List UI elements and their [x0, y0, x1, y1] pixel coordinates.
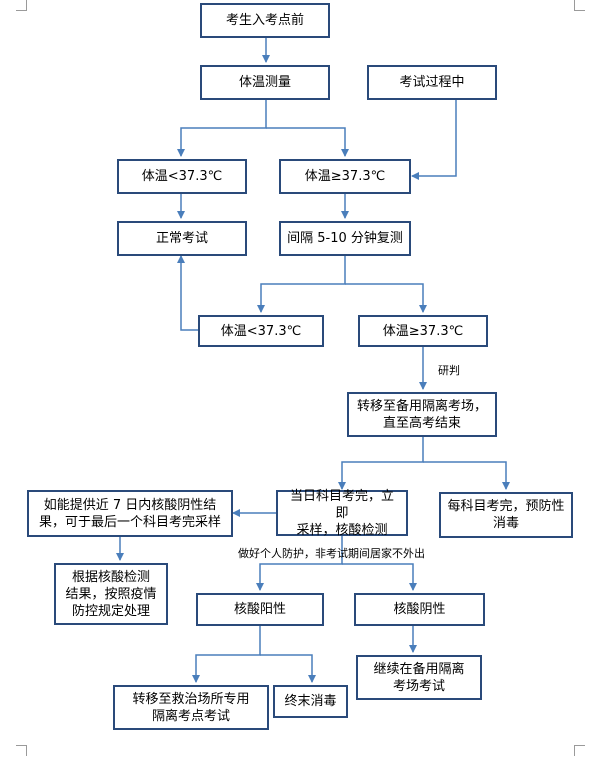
node-temp-high-2: 体温≥37.3℃	[358, 315, 488, 347]
node-transfer-hospital: 转移至救治场所专用 隔离考点考试	[113, 685, 269, 730]
node-temp-low-1-text: 体温<37.3℃	[141, 169, 223, 184]
node-disinfect-each-text: 每科目考完，预防性 消毒	[447, 499, 565, 531]
arrow-measure-to-high	[266, 127, 349, 157]
node-during-exam-text: 考试过程中	[399, 75, 465, 90]
node-temp-high-1-text: 体温≥37.3℃	[304, 169, 386, 184]
node-normal-exam: 正常考试	[117, 221, 247, 256]
node-negative: 核酸阴性	[354, 593, 485, 626]
label-protection-note: 做好个人防护，非考试期间居家不外出	[238, 547, 425, 560]
node-transfer-backup: 转移至备用隔离考场， 直至高考结束	[347, 392, 497, 437]
arrow-positive-split	[192, 626, 261, 683]
arrow-exam-to-high	[411, 100, 457, 180]
node-temp-low-2: 体温<37.3℃	[198, 315, 324, 347]
node-temp-high-1: 体温≥37.3℃	[279, 159, 411, 194]
node-continue-backup: 继续在备用隔离 考场考试	[356, 655, 482, 700]
page-corner-mark	[16, 0, 27, 11]
node-positive-text: 核酸阳性	[233, 602, 286, 617]
node-handle-by-rules-text: 根据核酸检测 结果，按照疫情 防控规定处理	[65, 569, 157, 619]
node-arrive: 考生入考点前	[200, 3, 330, 38]
node-during-exam: 考试过程中	[367, 65, 497, 100]
node-normal-exam-text: 正常考试	[155, 231, 208, 246]
node-transfer-hospital-text: 转移至救治场所专用 隔离考点考试	[132, 691, 250, 724]
arrow-positive-to-final	[260, 654, 316, 683]
node-after-exam-sample-text: 当日科目考完，立即 采样，核酸检测	[289, 488, 394, 538]
arrow-sample-split	[256, 536, 343, 591]
arrow-transfer-split	[338, 437, 424, 490]
node-temp-measure-text: 体温测量	[238, 75, 291, 90]
node-recheck-text: 间隔 5-10 分钟复测	[287, 231, 403, 246]
node-arrive-text: 考生入考点前	[225, 13, 304, 28]
arrow-transfer-to-disinfect	[423, 461, 510, 490]
node-after-exam-sample: 当日科目考完，立即 采样，核酸检测	[276, 488, 408, 538]
node-temp-measure: 体温测量	[200, 65, 330, 100]
arrow-sample-to-negative	[342, 563, 417, 591]
arrow-recheck-split	[257, 256, 346, 313]
node-final-disinfect-text: 终末消毒	[284, 694, 337, 709]
arrow-low2-to-normal	[177, 255, 198, 331]
arrow-measure-split	[177, 100, 267, 157]
page-corner-mark	[574, 745, 585, 756]
arrow-recheck-to-high2	[345, 283, 427, 313]
node-temp-low-1: 体温<37.3℃	[117, 159, 247, 194]
node-temp-low-2-text: 体温<37.3℃	[220, 323, 302, 339]
node-nucleic-prev-text: 如能提供近 7 日内核酸阴性结 果，可于最后一个科目考完采样	[38, 497, 221, 530]
page-corner-mark	[16, 745, 27, 756]
node-continue-backup-text: 继续在备用隔离 考场考试	[373, 661, 465, 694]
node-nucleic-prev: 如能提供近 7 日内核酸阴性结 果，可于最后一个科目考完采样	[27, 490, 233, 537]
node-temp-high-2-text: 体温≥37.3℃	[382, 323, 464, 339]
node-handle-by-rules: 根据核酸检测 结果，按照疫情 防控规定处理	[54, 563, 168, 625]
node-final-disinfect: 终末消毒	[273, 685, 348, 718]
node-negative-text: 核酸阴性	[393, 602, 446, 617]
label-research: 研判	[438, 364, 460, 377]
node-transfer-backup-text: 转移至备用隔离考场， 直至高考结束	[356, 398, 487, 431]
page-corner-mark	[574, 0, 585, 11]
node-recheck: 间隔 5-10 分钟复测	[279, 221, 411, 256]
node-disinfect-each: 每科目考完，预防性 消毒	[439, 492, 573, 538]
node-positive: 核酸阳性	[196, 593, 324, 626]
